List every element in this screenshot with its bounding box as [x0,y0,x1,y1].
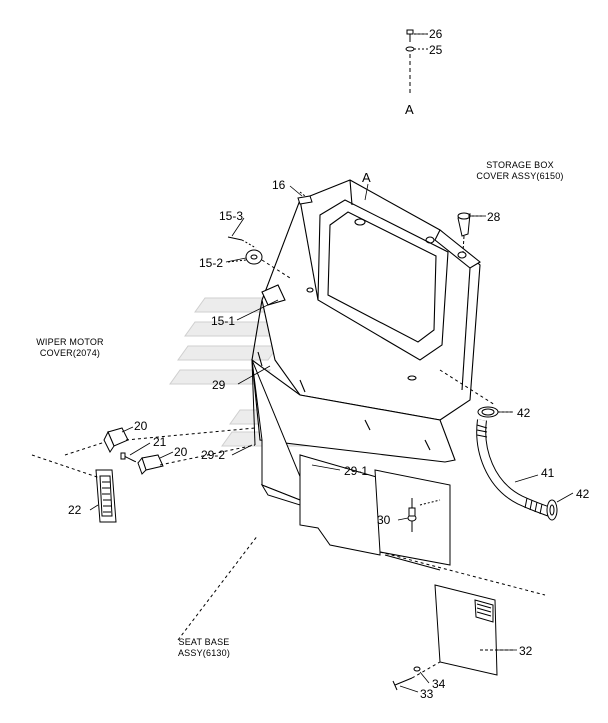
cup-28 [457,212,484,253]
label-29: 29 [212,378,226,392]
label-21: 21 [153,435,167,449]
label-29-2: 29-2 [201,448,226,462]
label-ref-a-box: A [362,170,371,185]
label-20-lower: 20 [174,445,188,459]
washer-34 [413,666,421,672]
label-42-top: 42 [517,406,531,420]
label-22: 22 [68,503,82,517]
label-33: 33 [420,687,434,701]
label-42-end: 42 [576,487,590,501]
note-seat-base: SEAT BASE ASSY(6130) [164,637,244,659]
note-storage-box-line1: STORAGE BOX [486,160,554,170]
storage-box-body [251,179,481,463]
pad-20-upper [103,427,129,453]
label-32: 32 [519,644,533,658]
screw-15-3 [227,236,257,249]
label-41: 41 [541,466,555,480]
label-25: 25 [429,43,443,57]
label-34: 34 [432,677,446,691]
note-seat-line1: SEAT BASE [178,637,230,647]
bolt-33 [392,661,441,691]
note-wiper-motor: WIPER MOTOR COVER(2074) [20,337,120,359]
note-storage-box: STORAGE BOX COVER ASSY(6150) [468,160,572,182]
bolt-26 [406,29,428,42]
label-30: 30 [377,513,391,527]
note-seat-line2: ASSY(6130) [177,648,231,658]
panel-30 [374,469,451,571]
cover-32 [379,551,546,676]
cap-42-end [546,499,558,521]
label-29-1: 29-1 [344,464,369,478]
note-wiper-line2: COVER(2074) [39,348,101,358]
label-15-3: 15-3 [219,209,244,223]
pad-20-lower [137,454,164,475]
duct-hose-41 [476,419,552,517]
label-15-1: 15-1 [211,314,236,328]
label-20-upper: 20 [134,419,148,433]
label-15-2: 15-2 [199,256,224,270]
note-storage-box-line2: COVER ASSY(6150) [476,171,564,181]
grille-22 [95,469,117,523]
label-28: 28 [487,210,501,224]
label-16: 16 [272,178,286,192]
bracket-16 [297,191,313,205]
note-wiper-line1: WIPER MOTOR [36,337,104,347]
screw-21 [120,452,147,467]
washer-25 [405,46,428,95]
leader-lines [89,33,574,693]
label-ref-a-top: A [405,102,414,117]
clip-15-2 [227,249,291,279]
label-26: 26 [429,27,443,41]
